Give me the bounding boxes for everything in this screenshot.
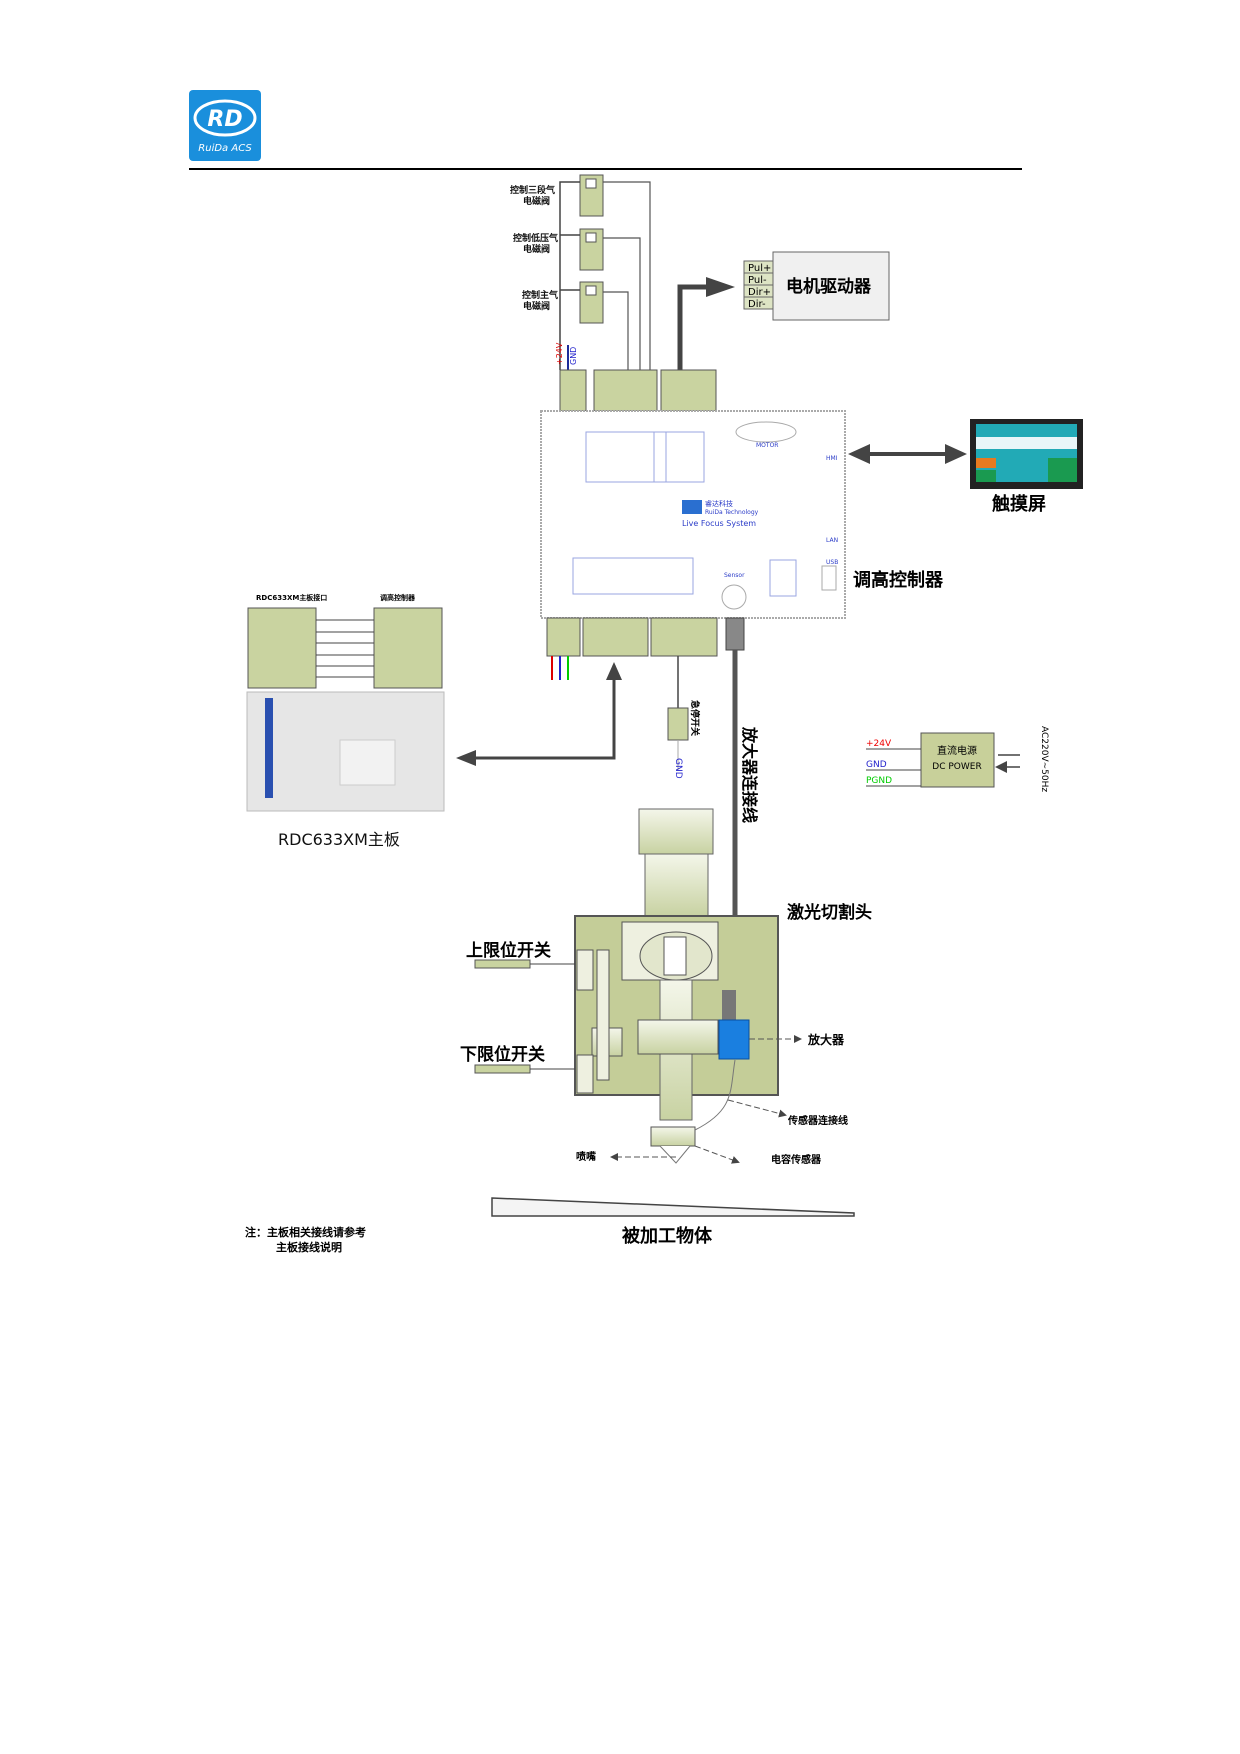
workpiece: 被加工物体 (491, 1197, 855, 1247)
svg-text:RuiDa Technology: RuiDa Technology (705, 509, 759, 516)
svg-text:Pul-: Pul- (748, 275, 767, 286)
svg-text:Sensor: Sensor (724, 572, 745, 579)
svg-text:电磁阀: 电磁阀 (523, 195, 550, 207)
svg-text:Live Focus System: Live Focus System (682, 519, 756, 528)
valve-low-pressure: 控制低压气 电磁阀 (513, 228, 604, 271)
rdc633xm-mainboard: RDC633XM主板接口 调高控制器 RDC633XM主板 (246, 593, 622, 849)
svg-text:电容传感器: 电容传感器 (771, 1153, 822, 1166)
valve-main-gas: 控制主气 电磁阀 (522, 281, 604, 324)
svg-text:RDC633XM主板: RDC633XM主板 (278, 830, 400, 849)
laser-cutting-head: 放大器 传感器连接线 喷嘴 电容传感器 激光切割头 上限位开关 下限位开关 (460, 808, 872, 1166)
svg-text:调高控制器: 调高控制器 (380, 593, 416, 602)
svg-text:放大器: 放大器 (807, 1032, 845, 1047)
svg-text:电磁阀: 电磁阀 (523, 300, 550, 312)
svg-text:上限位开关: 上限位开关 (466, 940, 551, 961)
svg-text:Pul+: Pul+ (748, 263, 771, 274)
svg-text:控制低压气: 控制低压气 (513, 232, 558, 244)
svg-text:AC220V~50Hz: AC220V~50Hz (1039, 726, 1049, 792)
alarm-switch: 急停开关 GND 放大器连接线 (667, 656, 759, 823)
svg-text:下限位开关: 下限位开关 (460, 1044, 545, 1065)
svg-text:激光切割头: 激光切割头 (787, 902, 872, 923)
svg-text:控制三段气: 控制三段气 (510, 184, 555, 196)
svg-text:传感器连接线: 传感器连接线 (787, 1114, 848, 1127)
svg-text:放大器连接线: 放大器连接线 (740, 726, 759, 823)
svg-text:GND: GND (569, 347, 578, 365)
svg-text:DC POWER: DC POWER (932, 762, 981, 772)
svg-text:Dir+: Dir+ (748, 287, 771, 298)
svg-text:MOTOR: MOTOR (756, 442, 778, 449)
svg-text:电磁阀: 电磁阀 (523, 243, 550, 255)
svg-text:+24V: +24V (866, 739, 892, 749)
svg-text:HMI: HMI (826, 455, 838, 462)
svg-text:+24V: +24V (555, 342, 564, 365)
svg-text:GND: GND (673, 758, 683, 779)
valve-three-stage: 控制三段气 电磁阀 (510, 174, 604, 217)
svg-text:直流电源: 直流电源 (937, 744, 977, 757)
svg-text:喷嘴: 喷嘴 (576, 1150, 596, 1163)
svg-text:RD: RD (207, 107, 242, 132)
wiring-note: 注：主板相关接线请参考 主板接线说明 (245, 1225, 366, 1254)
svg-text:USB: USB (826, 559, 838, 566)
svg-text:RuiDa ACS: RuiDa ACS (198, 143, 252, 154)
svg-text:触摸屏: 触摸屏 (992, 493, 1046, 515)
svg-text:LAN: LAN (826, 537, 838, 544)
svg-text:控制主气: 控制主气 (522, 289, 558, 301)
svg-text:被加工物体: 被加工物体 (622, 1225, 713, 1247)
svg-text:调高控制器: 调高控制器 (853, 569, 944, 591)
valve-group: 控制三段气 电磁阀 控制低压气 电磁阀 控制主气 电磁阀 +24V GND (510, 174, 651, 372)
svg-text:注：主板相关接线请参考: 注：主板相关接线请参考 (245, 1225, 366, 1239)
svg-text:急停开关: 急停开关 (689, 700, 701, 736)
svg-text:PGND: PGND (866, 776, 892, 786)
svg-text:电机驱动器: 电机驱动器 (786, 276, 872, 297)
motor-driver: Pul+ Pul- Dir+ Dir- 电机驱动器 (677, 251, 890, 372)
svg-text:Dir-: Dir- (748, 299, 766, 310)
svg-text:RDC633XM主板接口: RDC633XM主板接口 (256, 593, 327, 602)
svg-text:睿达科技: 睿达科技 (705, 499, 733, 508)
svg-text:GND: GND (866, 760, 887, 770)
dc-power-supply: 直流电源 DC POWER +24V GND PGND AC220V~50Hz (866, 726, 1049, 792)
touch-screen: 触摸屏 (848, 419, 1083, 515)
ruida-logo: RD RuiDa ACS (189, 90, 261, 161)
svg-text:主板接线说明: 主板接线说明 (276, 1240, 342, 1254)
height-controller-board: MOTOR HMI 睿达科技 RuiDa Technology Live Foc… (540, 369, 944, 992)
